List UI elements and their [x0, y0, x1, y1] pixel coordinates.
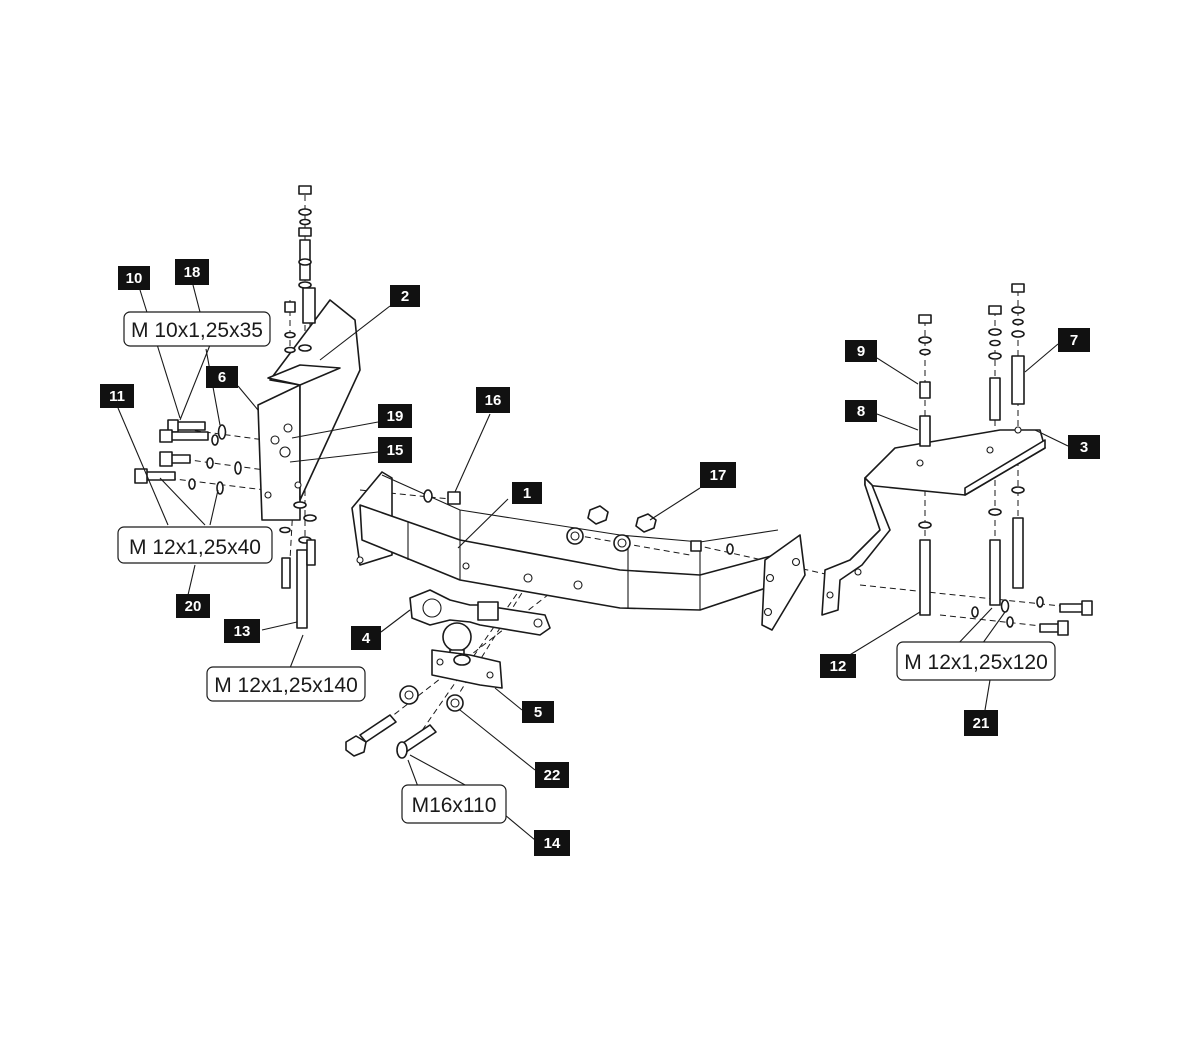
svg-text:7: 7 — [1070, 332, 1078, 349]
callout-19: 19 — [378, 404, 412, 428]
svg-text:16: 16 — [485, 392, 502, 409]
svg-text:10: 10 — [126, 270, 143, 287]
left-horizontal-bolts — [134, 419, 242, 495]
callout-4: 4 — [351, 626, 381, 650]
callout-10: 10 — [118, 266, 150, 290]
socket-plate-part-4 — [409, 589, 551, 636]
callout-12: 12 — [820, 654, 856, 678]
callout-2: 2 — [390, 285, 420, 307]
svg-text:18: 18 — [184, 264, 201, 281]
callout-5: 5 — [522, 701, 554, 723]
callout-11: 11 — [100, 384, 134, 408]
spec-text-m10x35: M 10x1,25x35 — [131, 319, 263, 342]
svg-text:12: 12 — [830, 658, 847, 675]
svg-text:5: 5 — [534, 704, 542, 721]
svg-text:20: 20 — [185, 598, 202, 615]
spec-text-m12x40: M 12x1,25x40 — [129, 536, 261, 559]
svg-text:22: 22 — [544, 767, 561, 784]
callout-21: 21 — [964, 710, 998, 736]
left-vertical-fasteners — [279, 185, 317, 629]
spec-label-m12x40: M 12x1,25x40 — [117, 526, 273, 564]
callout-9: 9 — [845, 340, 877, 362]
svg-text:1: 1 — [523, 485, 531, 502]
svg-text:8: 8 — [857, 403, 865, 420]
towball-part-5 — [431, 622, 503, 689]
spec-label-m16x110: M16x110 — [401, 784, 507, 824]
svg-text:14: 14 — [544, 835, 561, 852]
spec-text-m16x110: M16x110 — [412, 794, 497, 817]
spec-text-m12x140: M 12x1,25x140 — [214, 674, 358, 697]
leader-lines — [117, 284, 1069, 841]
beam-fasteners-left — [423, 489, 734, 555]
callout-6: 6 — [206, 366, 238, 388]
svg-text:17: 17 — [710, 467, 727, 484]
right-bracket-part-3 — [821, 426, 1046, 616]
svg-text:21: 21 — [973, 715, 990, 732]
callout-22: 22 — [535, 762, 569, 788]
spec-text-m12x120: M 12x1,25x120 — [904, 651, 1048, 674]
spec-label-m12x120: M 12x1,25x120 — [896, 641, 1056, 681]
callout-15: 15 — [378, 437, 412, 463]
svg-text:2: 2 — [401, 288, 409, 305]
callout-3: 3 — [1068, 435, 1100, 459]
svg-text:6: 6 — [218, 369, 226, 386]
svg-text:15: 15 — [387, 442, 404, 459]
spec-label-m12x140: M 12x1,25x140 — [206, 666, 366, 702]
left-bracket-part-2 — [257, 299, 361, 521]
callout-7: 7 — [1058, 328, 1090, 352]
callout-13: 13 — [224, 619, 260, 643]
svg-text:9: 9 — [857, 343, 865, 360]
svg-text:4: 4 — [362, 630, 371, 647]
callout-14: 14 — [534, 830, 570, 856]
callout-18: 18 — [175, 259, 209, 285]
right-fasteners — [918, 283, 1093, 636]
callout-8: 8 — [845, 400, 877, 422]
callout-17: 17 — [700, 462, 736, 488]
svg-text:19: 19 — [387, 408, 404, 425]
callout-20: 20 — [176, 594, 210, 618]
callout-1: 1 — [512, 482, 542, 504]
cross-beam-part-1 — [351, 471, 806, 631]
lower-fasteners — [345, 685, 464, 759]
svg-text:3: 3 — [1080, 439, 1088, 456]
svg-text:11: 11 — [109, 388, 125, 405]
spec-label-m10x35: M 10x1,25x35 — [123, 311, 271, 347]
callout-16: 16 — [476, 387, 510, 413]
svg-text:13: 13 — [234, 623, 251, 640]
